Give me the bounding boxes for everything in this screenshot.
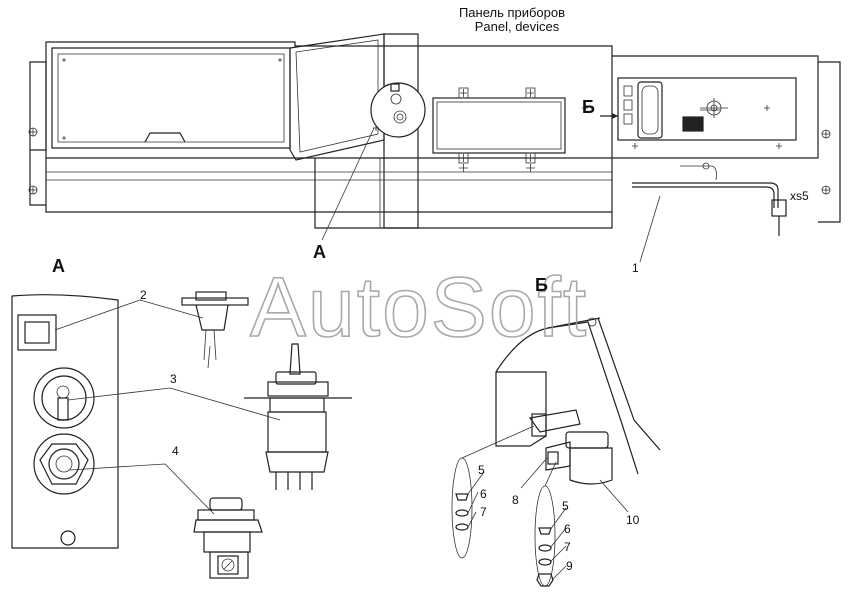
callout-7-left: 7: [480, 505, 487, 519]
callout-5-right: 5: [562, 499, 569, 513]
callout-7-right: 7: [564, 540, 571, 554]
part-3-toggle-switch: [244, 343, 352, 490]
callout-2: 2: [140, 288, 147, 302]
callout-8: 8: [512, 493, 519, 507]
fastener-group-right: [534, 485, 556, 587]
detail-b-bracket-assembly: [495, 317, 661, 485]
leader-3: [67, 387, 281, 421]
detail-a-switch-panel: [11, 294, 119, 549]
connector-label-xs5: xs5: [790, 189, 809, 203]
callout-4: 4: [172, 444, 179, 458]
view-label-a-top: А: [313, 242, 326, 262]
title-en: Panel, devices: [475, 19, 560, 34]
callout-3: 3: [170, 372, 177, 386]
instrument-panel-assembly: [28, 33, 841, 236]
title-ru: Панель приборов: [459, 5, 565, 20]
leader-4: [69, 463, 215, 515]
callout-6-left: 6: [480, 487, 487, 501]
part-2-indicator-lamp: [181, 291, 249, 369]
leader-a-top: [321, 127, 375, 241]
view-label-a-detail: А: [52, 256, 65, 276]
part-4-push-button: [193, 497, 263, 579]
fastener-group-left: [451, 457, 473, 559]
leaders-b: [461, 425, 629, 581]
leader-2: [54, 299, 204, 331]
callout-10: 10: [626, 513, 640, 527]
view-label-b-top: Б: [582, 97, 595, 117]
watermark: AutoSoft: [250, 260, 588, 354]
view-label-b-detail: Б: [535, 275, 548, 295]
callout-5-left: 5: [478, 463, 485, 477]
callout-6-right: 6: [564, 522, 571, 536]
callout-9: 9: [566, 559, 573, 573]
leader-1: [639, 195, 661, 263]
callout-1: 1: [632, 261, 639, 275]
